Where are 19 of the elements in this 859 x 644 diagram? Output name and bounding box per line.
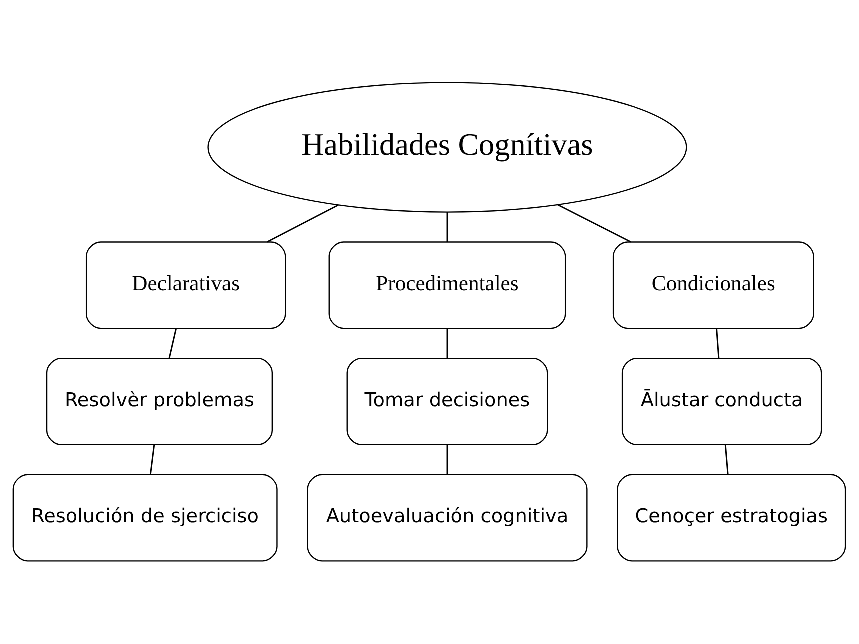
node-ellipse: Habilidades Cognítivas [208,82,688,213]
connector [446,328,448,358]
connector [724,444,729,475]
node-box: Resolvèr problemas [46,358,274,446]
node-box: Procedimentales [328,242,566,330]
node-box: Cenoçer estratogias [617,474,846,562]
node-box: Tomar decisiones [346,358,548,446]
node-box: Declarativas [86,242,286,330]
connector [168,328,178,358]
node-box: Condicionales [612,242,814,330]
node-box: Autoevaluación cognitiva [307,474,588,562]
connector [446,212,448,242]
node-box: Ālustar conducta [622,358,822,446]
connector [446,445,448,475]
connector [267,204,339,243]
connector [716,328,720,358]
node-box: Resolución de sjerciciso [12,474,278,562]
connector [150,444,156,475]
connector [558,204,632,243]
